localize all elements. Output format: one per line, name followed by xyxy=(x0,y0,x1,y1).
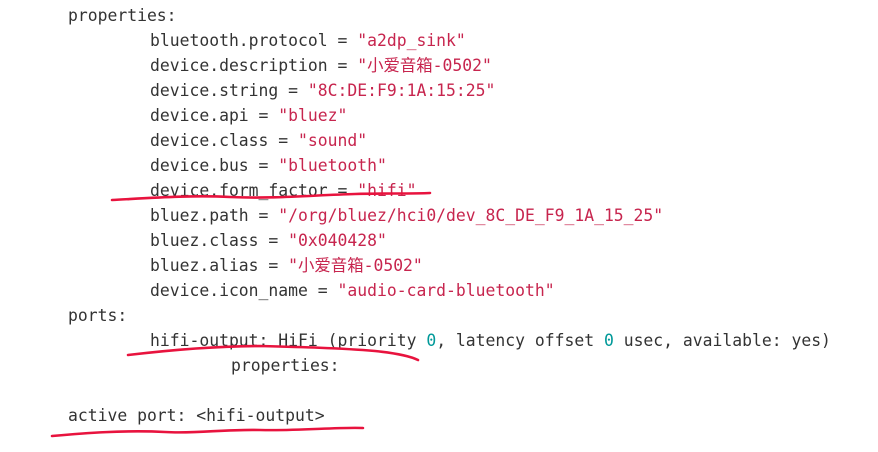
prop-device-string: device.string = "8C:DE:F9:1A:15:25" xyxy=(150,81,496,100)
prop-bluetooth-protocol: bluetooth.protocol = "a2dp_sink" xyxy=(150,31,466,50)
prop-bluez-path: bluez.path = "/org/bluez/hci0/dev_8C_DE_… xyxy=(150,206,664,225)
prop-bluez-class: bluez.class = "0x040428" xyxy=(150,231,387,250)
active-port-line: active port: <hifi-output> xyxy=(68,406,325,425)
port-properties-header: properties: xyxy=(231,356,340,375)
port-hifi-output: hifi-output: HiFi (priority 0, latency o… xyxy=(150,331,831,350)
prop-device-api: device.api = "bluez" xyxy=(150,106,348,125)
prop-device-class: device.class = "sound" xyxy=(150,131,368,150)
prop-device-form-factor: device.form_factor = "hifi" xyxy=(150,181,417,200)
prop-bluez-alias: bluez.alias = "小爱音箱-0502" xyxy=(150,256,423,275)
prop-device-icon-name: device.icon_name = "audio-card-bluetooth… xyxy=(150,281,555,300)
prop-device-description: device.description = "小爱音箱-0502" xyxy=(150,56,492,75)
ports-header: ports: xyxy=(68,306,128,325)
underline-active-port xyxy=(50,426,365,438)
properties-header: properties: xyxy=(68,6,177,25)
prop-device-bus: device.bus = "bluetooth" xyxy=(150,156,387,175)
